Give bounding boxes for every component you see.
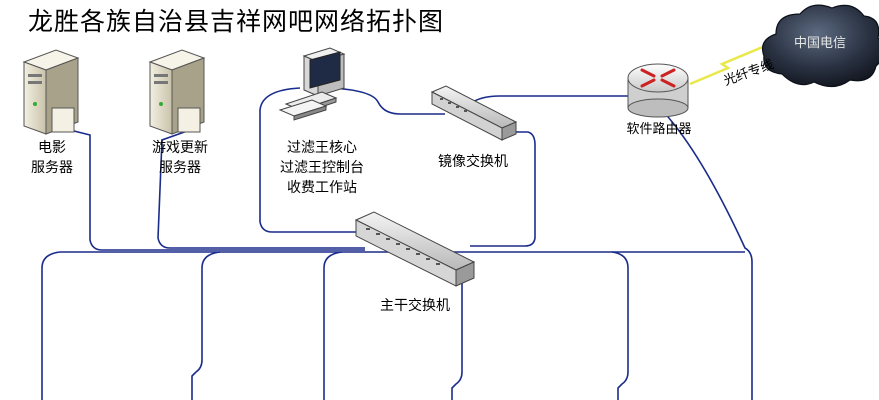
cable-movie-server [69,129,365,251]
game-server-label: 游戏更新 服务器 [136,138,224,178]
cable-mirror-to-router [469,95,630,105]
mirror-switch-label-line: 镜像交换机 [438,154,508,170]
filter-workstation-label-line: 收费工作站 [287,180,357,196]
movie-server-icon [22,49,80,135]
movie-server-label-line: 电影 [38,140,66,156]
game-server-label-line: 游戏更新 [152,140,208,156]
fiber-link [689,42,771,86]
main-switch-label: 主干交换机 [360,296,470,316]
movie-server-label: 电影 服务器 [20,138,84,178]
router-icon [627,63,689,118]
main-switch-icon [354,211,476,287]
isp-cloud-label: 中国电信 [780,34,860,54]
movie-server-label-line: 服务器 [31,160,73,176]
game-server-label-line: 服务器 [159,160,201,176]
cable-mirror-to-main [470,129,536,247]
filter-workstation-label: 过滤王核心 过滤王控制台 收费工作站 [262,138,382,198]
filter-workstation-label-line: 过滤王控制台 [280,160,364,176]
cable-drop-5 [611,251,629,400]
mirror-switch-label: 镜像交换机 [418,152,528,172]
game-server-icon [148,49,206,135]
diagram-title: 龙胜各族自治县吉祥网吧网络拓扑图 [28,7,445,36]
workstation-icon [278,47,346,121]
cable-drop-3 [323,251,343,400]
cable-drop-2 [191,251,221,400]
router-label: 软件路由器 [612,120,706,140]
cable-filter-to-mirror [329,87,445,115]
mirror-switch-icon [430,85,518,141]
cable-game-server [157,129,365,249]
cable-router-down [659,107,753,400]
cloud-icon [761,4,879,88]
cable-drop-1 [41,251,61,400]
main-switch-label-line: 主干交换机 [380,298,450,314]
router-label-line: 软件路由器 [626,122,692,137]
filter-workstation-label-line: 过滤王核心 [287,140,357,156]
isp-cloud-label-line: 中国电信 [793,36,846,51]
cable-filter-loop [259,87,365,233]
